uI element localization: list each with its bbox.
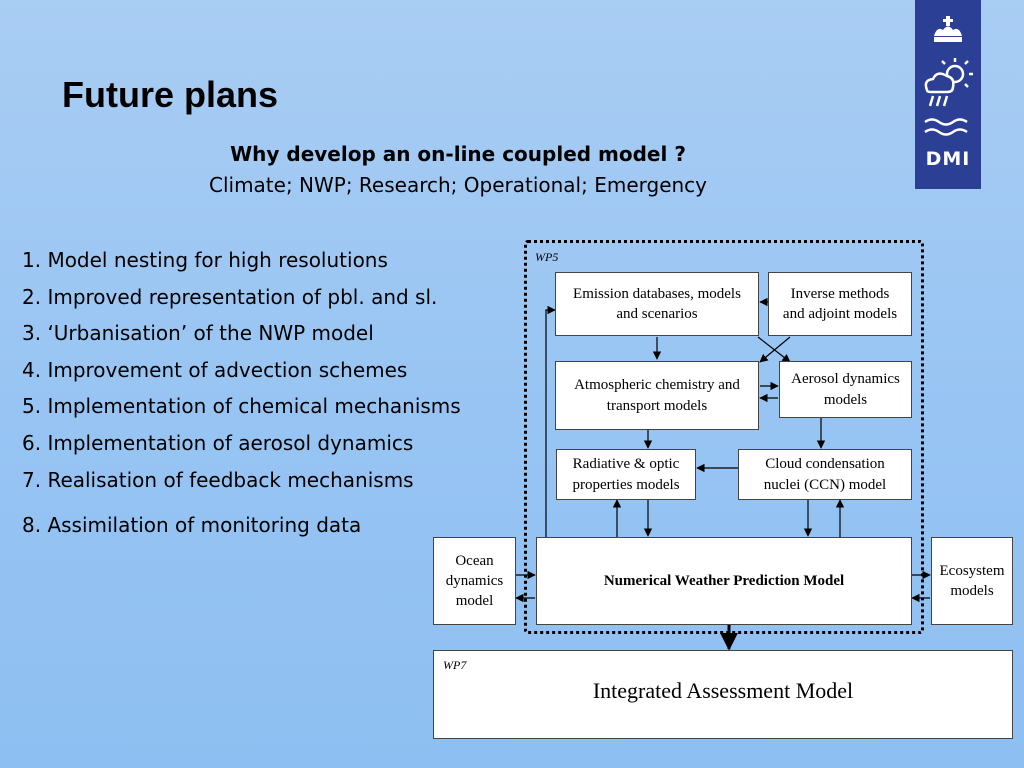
list-item: 4. Improvement of advection schemes (22, 357, 408, 382)
slide-subtitle: Why develop an on-line coupled model ? (230, 142, 686, 166)
dmi-logo: DMI (915, 0, 981, 189)
wp5-label: WP5 (535, 250, 559, 264)
list-item: 1. Model nesting for high resolutions (22, 248, 388, 272)
slide-subline: Climate; NWP; Research; Operational; Eme… (208, 173, 708, 197)
plans-list: 1. Model nesting for high resolutions 2.… (22, 246, 461, 548)
waves-icon (924, 118, 968, 136)
logo-text: DMI (925, 148, 971, 170)
weather-icon (924, 58, 973, 107)
slide-title: Future plans (62, 74, 279, 115)
list-item: 3. ‘Urbanisation’ of the NWP model (22, 321, 374, 346)
arrow-emission-to-aerosol (757, 336, 791, 363)
wp5-boundary (524, 240, 924, 634)
integrated-box: Integrated Assessment Model (433, 650, 1013, 739)
list-item: 5. Implementation of chemical mechanisms (22, 394, 461, 419)
arrow-inverse-to-atmospheric (759, 336, 791, 363)
list-item: 2. Improved representation of pbl. and s… (22, 284, 438, 309)
arrow-nwp-to-emission (545, 305, 556, 538)
crown-icon (934, 16, 962, 42)
nwp-box: Numerical Weather Prediction Model (536, 537, 912, 625)
list-item: 7. Realisation of feedback mechanisms (22, 467, 414, 492)
list-item: 6. Implementation of aerosol dynamics (22, 430, 414, 455)
list-item: 8. Assimilation of monitoring data (22, 513, 362, 538)
wp7-label: WP7 (443, 658, 467, 672)
